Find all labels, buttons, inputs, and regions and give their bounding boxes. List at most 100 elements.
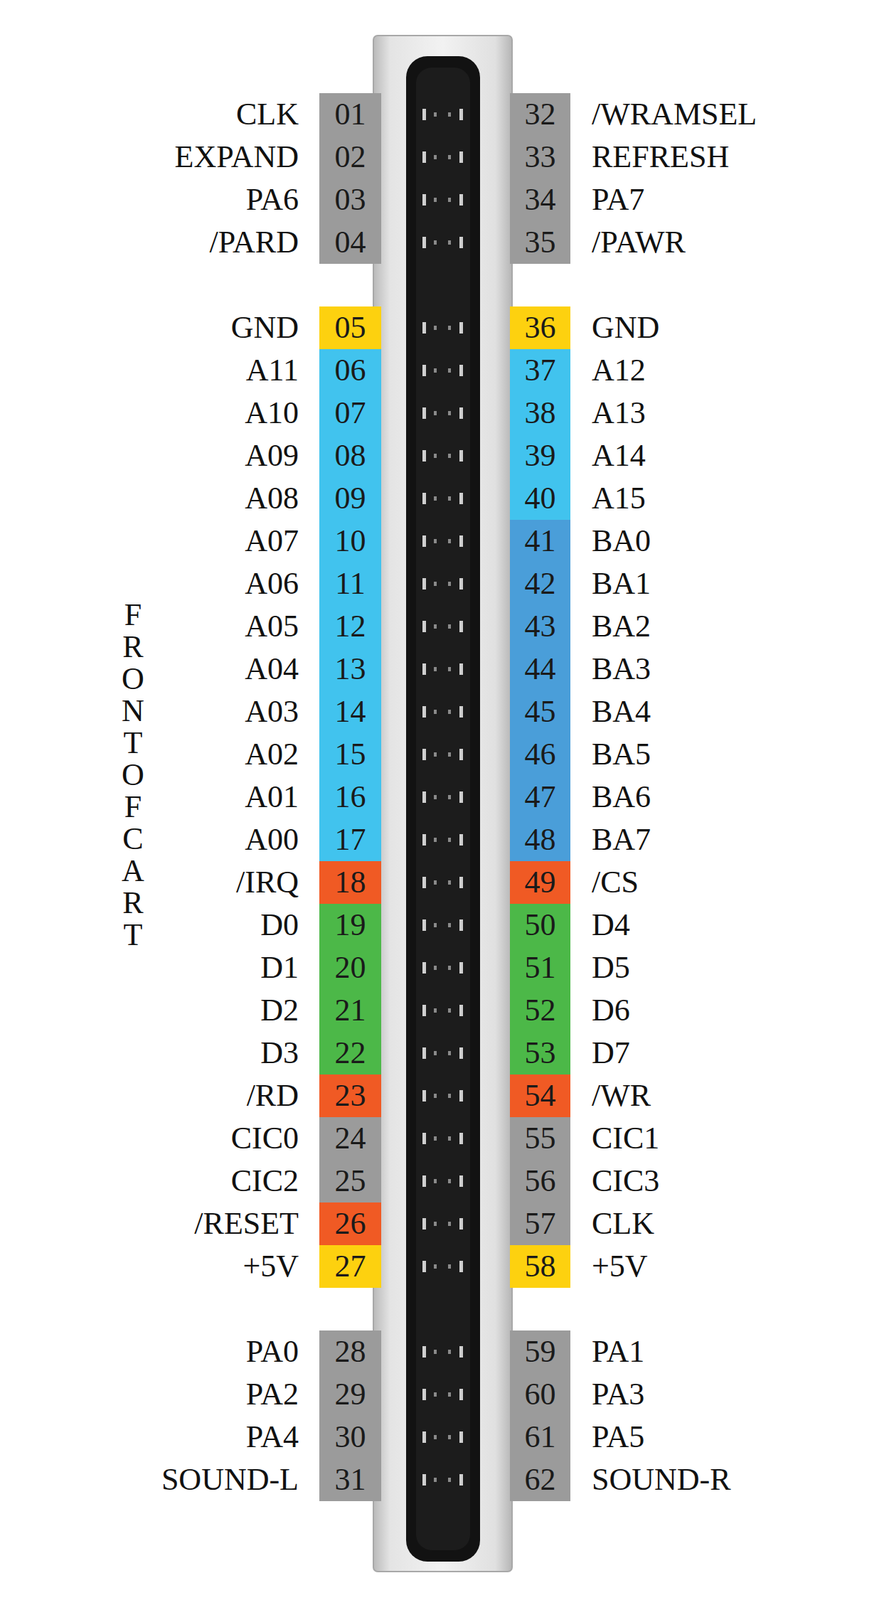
contact-pin [448,112,451,117]
pin-number: 16 [319,775,382,819]
pin-number-box: 53D7 [509,1031,571,1075]
pin-number-box: SOUND-L31 [319,1458,382,1502]
contact-pin [448,539,451,544]
contact-pin [433,368,437,373]
pin-number: 07 [319,391,382,435]
pin-number-box: A1007 [319,391,382,435]
contact-pin [448,1179,451,1184]
signal-name: +5V [242,1251,299,1283]
contact-pin [459,1132,463,1145]
signal-name: BA6 [591,781,651,813]
contact-pin [448,880,451,885]
contact-pin [422,1388,427,1401]
contact-pin [433,880,437,885]
contact-pin [448,795,451,800]
contact-pin [422,1175,427,1187]
contact-pin [448,325,451,330]
contact-pin [433,1477,437,1483]
contact-pin [448,1264,451,1269]
contact-pin [459,1346,463,1358]
pin-number-box: 58+5V [509,1245,571,1288]
signal-name: D7 [591,1037,631,1069]
pin-number: 29 [319,1373,382,1416]
pin-number-box: D221 [319,989,382,1032]
signal-name: A02 [244,738,299,771]
pin-number-box: /RD23 [319,1074,382,1118]
pin-number-box: 57CLK [509,1202,571,1246]
pin-number: 21 [319,989,382,1032]
contact-pin [459,620,463,633]
signal-name: SOUND-R [591,1464,732,1496]
pin-number: 24 [319,1117,382,1160]
pin-number-box: 52D6 [509,989,571,1032]
pin-number-box: GND05 [319,306,382,350]
contact-pin [448,411,451,416]
contact-pin [448,1392,451,1397]
signal-name: A04 [244,653,299,685]
contact-pin [422,492,427,505]
contact-pin [433,1051,437,1056]
contact-pin [448,923,451,928]
contact-pin [448,453,451,459]
pin-number-box: 55CIC1 [509,1117,571,1160]
pin-number: 11 [319,562,382,606]
pin-number-box: 47BA6 [509,775,571,819]
pin-number: 58 [509,1245,571,1288]
contact-pin [433,1264,437,1269]
pin-number: 06 [319,349,382,392]
pin-number: 04 [319,221,382,264]
pin-number: 44 [509,647,571,691]
pin-number: 38 [509,391,571,435]
contact-pin [433,923,437,928]
pin-number-box: 41BA0 [509,519,571,563]
pin-number-box: A0710 [319,519,382,563]
pin-number: 32 [509,93,571,136]
contact-pin [459,322,463,334]
contact-pin [448,624,451,629]
pin-number-box: /PARD04 [319,221,382,264]
signal-name: A15 [591,482,646,515]
pin-number-box: 33REFRESH [509,135,571,179]
signal-name: A03 [244,696,299,728]
contact-pin [433,112,437,117]
pin-number-box: A1106 [319,349,382,392]
pin-number: 36 [509,306,571,350]
contact-pin [422,364,427,377]
pin-number-box: 48BA7 [509,818,571,862]
contact-pin [448,1477,451,1483]
signal-name: PA6 [246,184,299,216]
contact-pin [422,1218,427,1230]
signal-name: A01 [244,781,299,813]
pin-number: 31 [319,1458,382,1502]
contact-pin [459,876,463,889]
contact-pin [448,709,451,715]
contact-pin [433,837,437,843]
pin-number-box: A0611 [319,562,382,606]
contact-pin [459,151,463,163]
pin-number-box: A0512 [319,605,382,648]
pin-number: 17 [319,818,382,862]
contact-pin [448,1008,451,1013]
contact-pin [422,194,427,206]
pin-number-box: PA028 [319,1330,382,1374]
contact-pin [459,706,463,718]
contact-pin [459,450,463,462]
pin-number-box: 62SOUND-R [509,1458,571,1502]
pin-number-box: 45BA4 [509,690,571,734]
signal-name: PA0 [246,1336,299,1368]
contact-pin [459,1260,463,1273]
pin-number: 25 [319,1159,382,1203]
contact-pin [459,236,463,249]
pin-number-box: 35/PAWR [509,221,571,264]
contact-pin [433,453,437,459]
contact-pin [422,748,427,761]
contact-pin [433,539,437,544]
pin-number-box: 43BA2 [509,605,571,648]
contact-pin [422,962,427,974]
pin-number-box: /RESET26 [319,1202,382,1246]
signal-name: /WRAMSEL [591,98,757,131]
contact-pin [448,155,451,160]
contact-pin [422,450,427,462]
pin-number: 02 [319,135,382,179]
pin-number: 59 [509,1330,571,1374]
